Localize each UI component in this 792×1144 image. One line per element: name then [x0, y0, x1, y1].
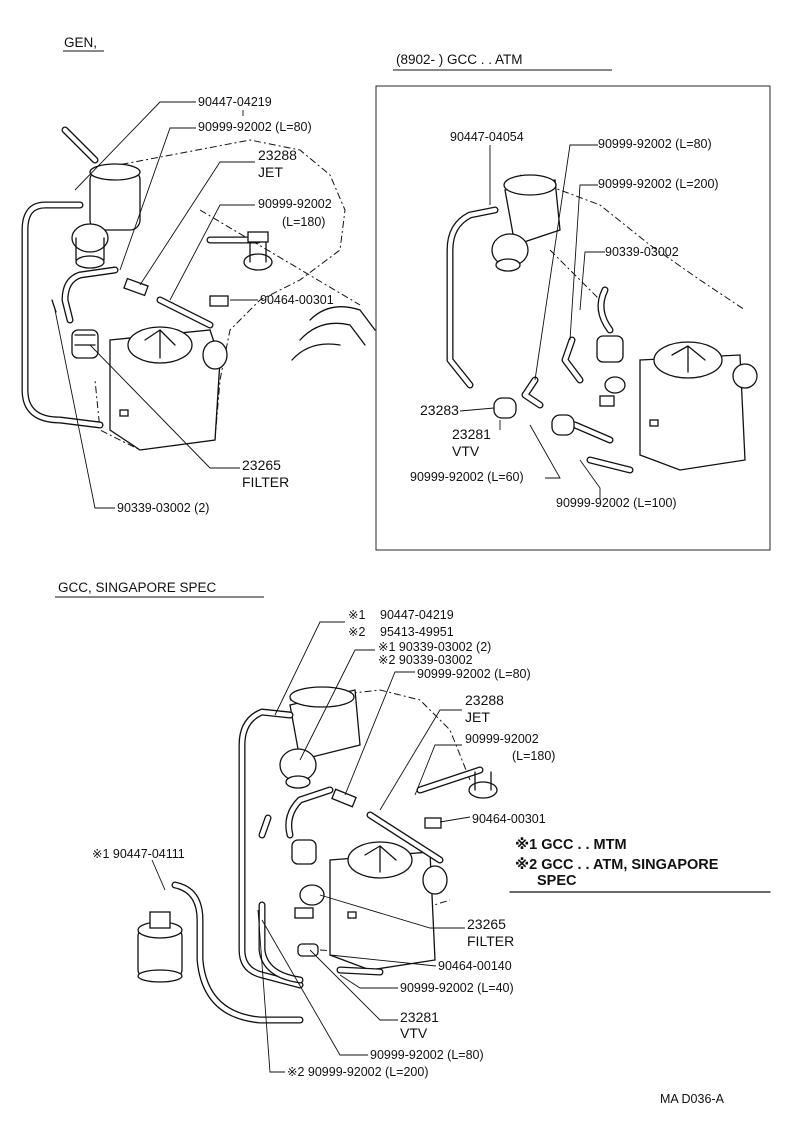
atm-label-23281: 23281 [452, 426, 491, 442]
atm-label-90999-92002-l100: 90999-92002 (L=100) [556, 496, 677, 510]
gcc-canister [279, 686, 361, 789]
gcc-hoses [171, 708, 484, 1024]
gcc-label-90999-92002-l40: 90999-92002 (L=40) [400, 981, 514, 995]
gcc-label-90339-03002: ※2 90339-03002 [378, 653, 473, 667]
gen-label-jet: JET [258, 164, 283, 180]
gen-label-90464-00301: 90464-00301 [260, 293, 334, 307]
gcc-mark-1: ※1 [348, 608, 365, 622]
gen-valve [243, 231, 273, 271]
gcc-label-90339-03002-2: ※1 90339-03002 (2) [378, 640, 491, 654]
gen-title: GEN, [64, 35, 97, 50]
gcc-external-canister [137, 911, 183, 983]
atm-vtv-23283 [493, 397, 517, 419]
gcc-label-90447-04219: 90447-04219 [380, 608, 454, 622]
gcc-label-90447-04111: ※1 90447-04111 [92, 847, 185, 861]
gcc-label-vtv: VTV [400, 1025, 428, 1041]
gen-label-23265: 23265 [242, 457, 281, 473]
atm-label-90339-03002: 90339-03002 [605, 245, 679, 259]
atm-canister [491, 174, 561, 272]
gcc-jet [331, 788, 357, 808]
atm-label-90999-92002-l80: 90999-92002 (L=80) [598, 137, 712, 151]
atm-section: (8902- ) GCC . . ATM [375, 52, 771, 551]
atm-title: (8902- ) GCC . . ATM [396, 52, 523, 67]
gen-canister [71, 163, 141, 269]
atm-label-90999-92002-l200: 90999-92002 (L=200) [598, 177, 719, 191]
atm-label-90447-04054: 90447-04054 [450, 130, 524, 144]
gcc-clamp [424, 817, 442, 829]
gcc-label-filter: FILTER [467, 933, 514, 949]
note-atm-singapore: ※2 GCC . . ATM, SINGAPORE [515, 857, 719, 873]
gcc-label-90464-00140: 90464-00140 [438, 959, 512, 973]
atm-leaders [459, 144, 605, 500]
gen-carburettor [109, 326, 228, 451]
gcc-label-l180: (L=180) [512, 749, 555, 763]
atm-hoses [446, 206, 634, 474]
gen-label-filter: FILTER [242, 474, 289, 490]
gen-section: GEN, [21, 35, 376, 515]
gcc-top-valve [468, 771, 498, 799]
atm-vtv-23281 [551, 414, 575, 436]
gen-label-90447-04219: 90447-04219 [198, 95, 272, 109]
atm-label-90999-92002-l60: 90999-92002 (L=60) [410, 470, 524, 484]
atm-label-vtv: VTV [452, 443, 480, 459]
gen-label-90999-92002: 90999-92002 [258, 197, 332, 211]
gcc-label-23281: 23281 [400, 1009, 439, 1025]
gcc-label-95413-49951: 95413-49951 [380, 625, 454, 639]
gcc-section: GCC, SINGAPORE SPEC [55, 580, 555, 1079]
gcc-label-90999-92002-l80: 90999-92002 (L=80) [370, 1048, 484, 1062]
gen-filter [71, 329, 99, 359]
gen-label-l180: (L=180) [282, 215, 325, 229]
atm-valve [596, 335, 626, 407]
gcc-label-23265: 23265 [467, 916, 506, 932]
gcc-label-90999-92002-l80-top: 90999-92002 (L=80) [417, 667, 531, 681]
footer-code: MA D036-A [660, 1092, 725, 1106]
gcc-mark-2: ※2 [348, 625, 365, 639]
gen-label-23288: 23288 [258, 147, 297, 163]
atm-carburettor [639, 341, 758, 471]
gen-label-90339-03002-2: 90339-03002 (2) [117, 501, 209, 515]
gcc-label-jet: JET [465, 709, 490, 725]
gen-jet [123, 277, 149, 297]
note-mtm: ※1 GCC . . MTM [515, 837, 627, 853]
gcc-valves [291, 839, 325, 957]
gen-leaders [54, 101, 258, 509]
gcc-label-90999-92002-l200: ※2 90999-92002 (L=200) [287, 1065, 429, 1079]
gen-clamp [209, 295, 229, 307]
gcc-title: GCC, SINGAPORE SPEC [58, 580, 217, 595]
note-spec: SPEC [537, 873, 577, 889]
gcc-leaders [151, 621, 471, 1073]
gen-hoses [21, 126, 262, 429]
atm-engine-outline [519, 174, 746, 311]
gen-label-90999-92002-l80: 90999-92002 (L=80) [198, 120, 312, 134]
gcc-label-90464-00301: 90464-00301 [472, 812, 546, 826]
atm-box [375, 85, 771, 551]
spec-notes: ※1 GCC . . MTM ※2 GCC . . ATM, SINGAPORE… [509, 837, 771, 893]
gcc-carburettor [329, 841, 448, 971]
atm-label-23283: 23283 [420, 402, 459, 418]
gcc-label-90999-92002: 90999-92002 [465, 732, 539, 746]
gcc-label-23288: 23288 [465, 692, 504, 708]
